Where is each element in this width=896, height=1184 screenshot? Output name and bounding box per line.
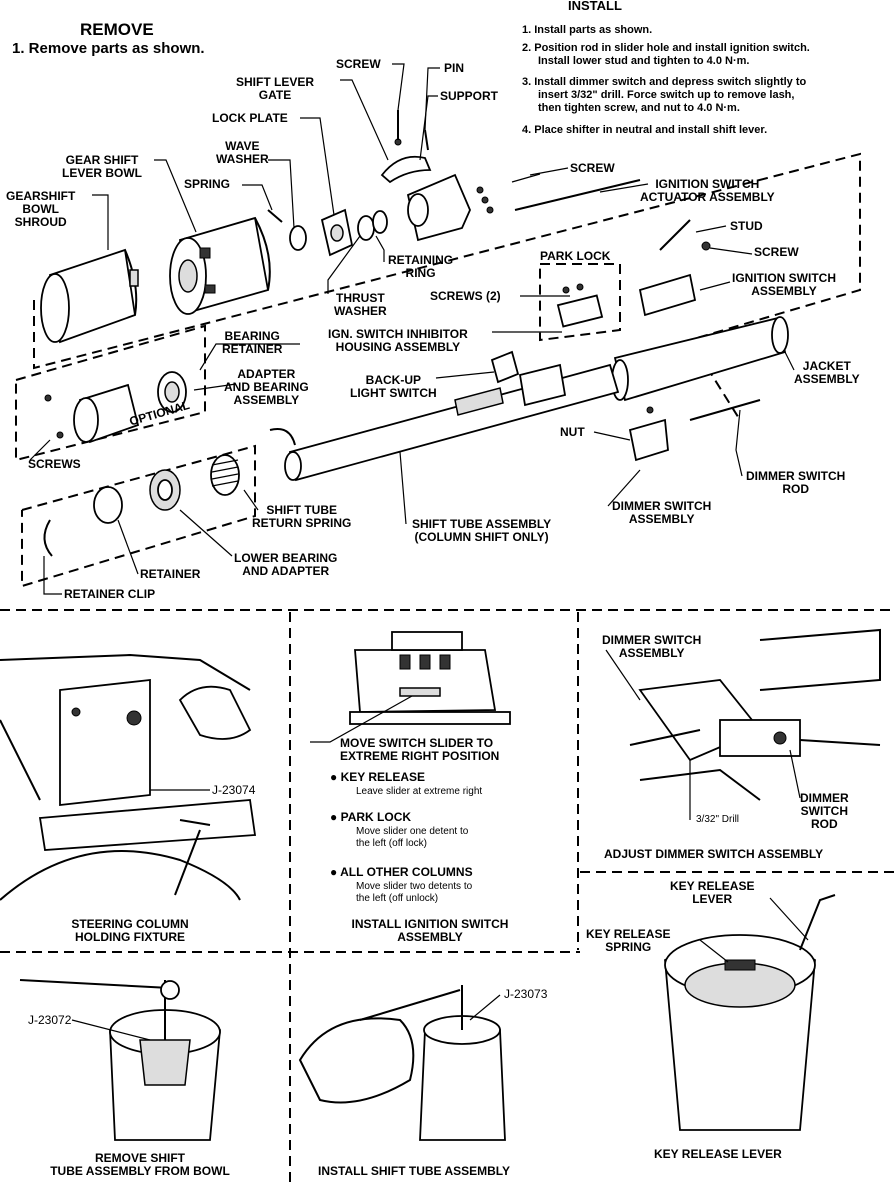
remove-tube-drawing xyxy=(19,979,221,1141)
ignition-bullet-park-lock: ● PARK LOCK xyxy=(330,810,412,824)
park-lock-drawing xyxy=(556,283,604,328)
ignition-switch-drawing xyxy=(638,219,711,317)
install-step-2: 2. Position rod in slider hole and insta… xyxy=(522,42,810,54)
label-screw-ign: SCREW xyxy=(754,245,799,259)
ignition-bullet-other: ● ALL OTHER COLUMNS xyxy=(330,865,473,879)
leader-lines xyxy=(29,63,795,595)
label-park-lock: PARK LOCK xyxy=(540,249,611,263)
dimmer-panel-drawing xyxy=(605,628,881,820)
shift-tube-drawing xyxy=(269,363,620,482)
ignition-bullet-key-release-text: Leave slider at extreme right xyxy=(356,786,483,797)
label-spring: SPRING xyxy=(184,177,231,191)
install-tube-drawing xyxy=(298,985,506,1141)
label-screw-top: SCREW xyxy=(336,57,381,71)
ignition-panel-drawing xyxy=(310,631,511,743)
key-release-drawing xyxy=(664,894,836,1131)
install-step-3: 3. Install dimmer switch and depress swi… xyxy=(522,76,807,88)
optional-box xyxy=(15,324,206,462)
label-screws-2: SCREWS (2) xyxy=(430,289,501,303)
install-step-2b: Install lower stud and tighten to 4.0 N·… xyxy=(538,55,750,67)
label-screws: SCREWS xyxy=(28,457,81,471)
label-pin: PIN xyxy=(444,61,465,75)
park-lock-box xyxy=(539,263,621,342)
jacket-assembly-drawing xyxy=(611,316,789,402)
install-step-1: 1. Install parts as shown. xyxy=(522,24,653,36)
remove-heading: REMOVE xyxy=(80,20,154,39)
key-release-caption: KEY RELEASE LEVER xyxy=(654,1147,782,1161)
label-nut: NUT xyxy=(560,425,585,439)
support-housing-drawing xyxy=(380,110,641,242)
gear-shift-lever-bowl-drawing xyxy=(169,216,271,315)
optional-parts-drawing xyxy=(44,371,187,444)
install-heading: INSTALL xyxy=(568,0,622,13)
backup-switch-drawing xyxy=(490,350,520,384)
label-screw-right: SCREW xyxy=(570,161,615,175)
install-tube-caption: INSTALL SHIFT TUBE ASSEMBLY xyxy=(318,1164,511,1178)
install-step-4: 4. Place shifter in neutral and install … xyxy=(522,124,768,136)
label-retainer-clip: RETAINER CLIP xyxy=(64,587,156,601)
small-parts-drawing xyxy=(267,208,388,257)
install-step-3c: then tighten screw, and nut to 4.0 N·m. xyxy=(538,102,740,114)
dimmer-caption: ADJUST DIMMER SWITCH ASSEMBLY xyxy=(604,847,824,861)
remove-step: 1. Remove parts as shown. xyxy=(12,40,205,57)
assembly-guide xyxy=(33,152,861,370)
lower-parts-drawing xyxy=(43,454,240,557)
install-tube-tool-label: J-23073 xyxy=(504,987,548,1001)
install-step-3b: insert 3/32" drill. Force switch up to r… xyxy=(538,89,795,101)
label-retainer: RETAINER xyxy=(140,567,201,581)
label-support: SUPPORT xyxy=(440,89,499,103)
fixture-drawing xyxy=(0,653,257,901)
dimmer-drill-label: 3/32" Drill xyxy=(696,814,740,825)
lower-parts-box xyxy=(21,444,256,588)
label-stud: STUD xyxy=(730,219,763,233)
remove-tube-tool-label: J-23072 xyxy=(28,1013,72,1027)
label-lock-plate: LOCK PLATE xyxy=(212,111,288,125)
ignition-bullet-key-release: ● KEY RELEASE xyxy=(330,770,426,784)
fixture-tool-label: J-23074 xyxy=(212,783,256,797)
label-shift-tube-assembly: SHIFT TUBE ASSEMBLY(COLUMN SHIFT ONLY) xyxy=(412,517,552,544)
gearshift-bowl-shroud-drawing xyxy=(40,248,139,344)
dimmer-switch-drawing xyxy=(628,399,761,462)
